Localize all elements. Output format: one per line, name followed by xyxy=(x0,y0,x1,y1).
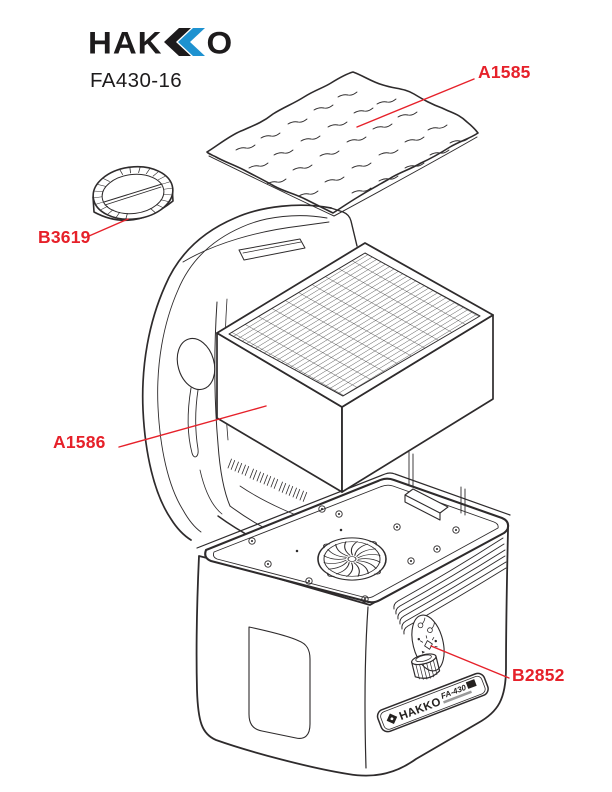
fan-impeller xyxy=(317,537,387,581)
cap-drawing xyxy=(92,165,174,222)
deck-screws xyxy=(248,505,460,603)
logo-text-right: O xyxy=(206,24,234,61)
part-label-control-knob: B2852 xyxy=(512,665,565,685)
body-drawing: HAKKO FA-430 xyxy=(195,451,511,777)
leader-lines xyxy=(88,78,510,679)
part-label-cap: B3619 xyxy=(38,227,91,247)
hinge-teeth xyxy=(227,458,308,502)
hakko-logo: HAK O xyxy=(88,26,233,59)
leader-b3619 xyxy=(88,218,129,237)
leader-a1586 xyxy=(118,405,267,448)
hakko-chevron-icon xyxy=(163,28,205,56)
part-label-main-filter: A1586 xyxy=(53,432,106,452)
leader-b2852 xyxy=(430,645,510,679)
control-knob-drawing xyxy=(411,653,441,680)
logo-text-left: HAK xyxy=(88,24,163,61)
part-label-prefilter: A1585 xyxy=(478,62,531,82)
leader-a1585 xyxy=(356,78,475,128)
hakko-diamond-icon xyxy=(386,713,398,725)
prefilter-sheet-drawing xyxy=(206,71,479,217)
main-filter-drawing xyxy=(216,242,494,493)
model-number: FA430-16 xyxy=(90,69,183,92)
vent-grille xyxy=(393,537,507,635)
